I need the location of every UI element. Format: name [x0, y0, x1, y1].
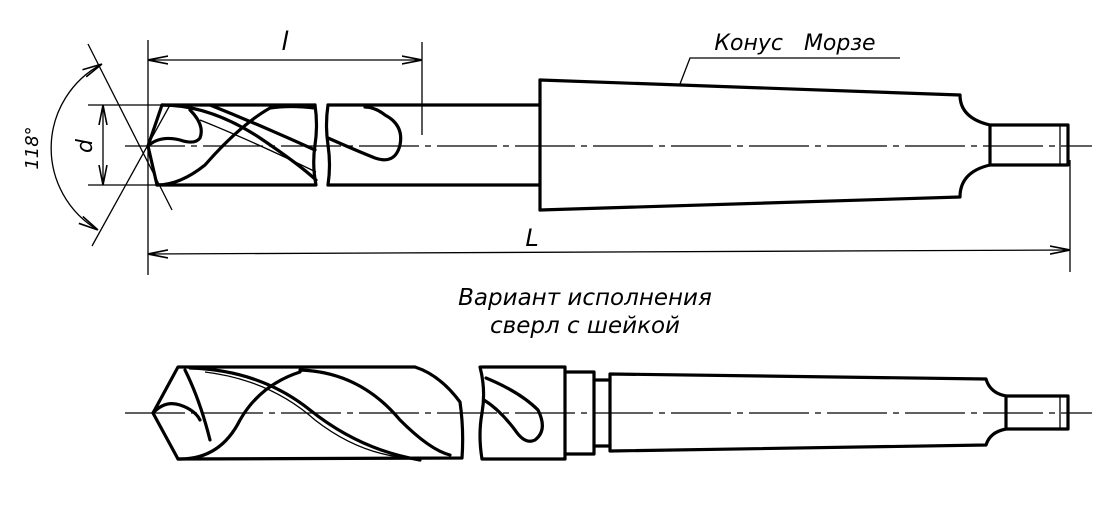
point-angle-label: 118° [22, 126, 43, 169]
angle-line-lower [91, 104, 171, 247]
main-drill-view: l L d 118° [22, 27, 1092, 275]
neck-section [478, 365, 612, 461]
variant-caption-line2: сверл с шейкой [490, 313, 680, 339]
fluted-body [146, 103, 319, 187]
dimension-L [148, 250, 1070, 254]
shank-section [324, 103, 542, 187]
morse-taper-leader [679, 57, 900, 85]
morse-taper-variant [608, 372, 1070, 453]
dimension-d-label: d [73, 138, 98, 153]
morse-taper [538, 78, 1070, 212]
fluted-body-variant [151, 365, 465, 462]
necked-drill-view [125, 365, 1092, 462]
dimension-L-label: L [525, 224, 538, 252]
dimension-l-label: l [281, 27, 289, 57]
morse-taper-label: Конус Морзе [714, 31, 875, 56]
variant-caption-line1: Вариант исполнения [458, 285, 712, 311]
angle-arc [50, 64, 102, 230]
